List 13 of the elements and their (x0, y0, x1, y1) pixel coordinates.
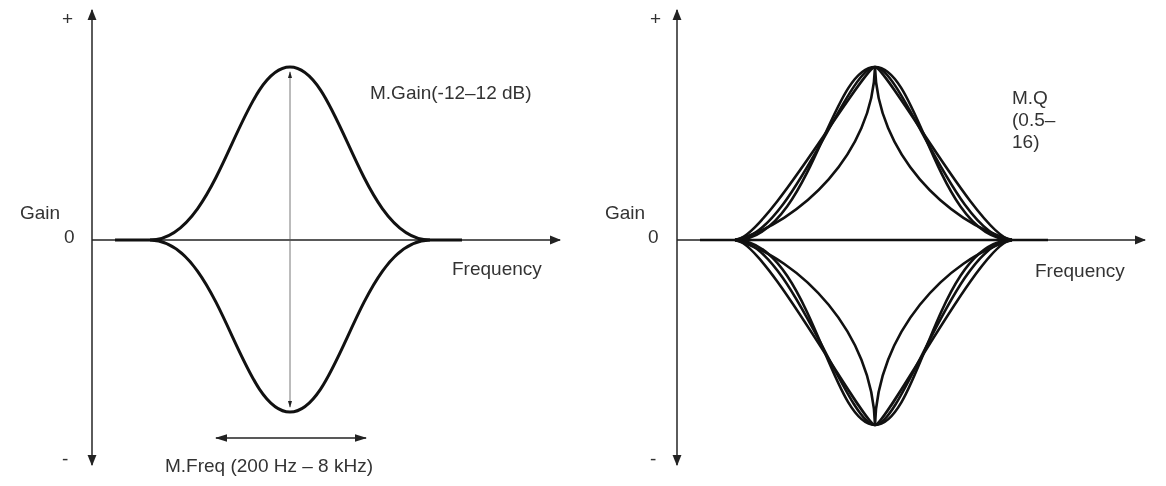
axis-label: Gain (605, 202, 646, 224)
parameter-label: M.Freq (200 Hz – 8 kHz) (165, 455, 373, 477)
tick-label: - (62, 448, 69, 470)
parameter-label: M.Q (0.5–16) (1012, 87, 1057, 153)
axis-label: Frequency (452, 258, 542, 280)
tick-label: + (650, 8, 662, 30)
tick-label: 0 (64, 226, 75, 248)
axis-label: Gain (20, 202, 61, 224)
axis-label: Frequency (1035, 260, 1125, 282)
tick-label: 0 (648, 226, 659, 248)
tick-label: - (650, 448, 657, 470)
parameter-label: M.Gain(-12–12 dB) (370, 82, 532, 104)
tick-label: + (62, 8, 74, 30)
